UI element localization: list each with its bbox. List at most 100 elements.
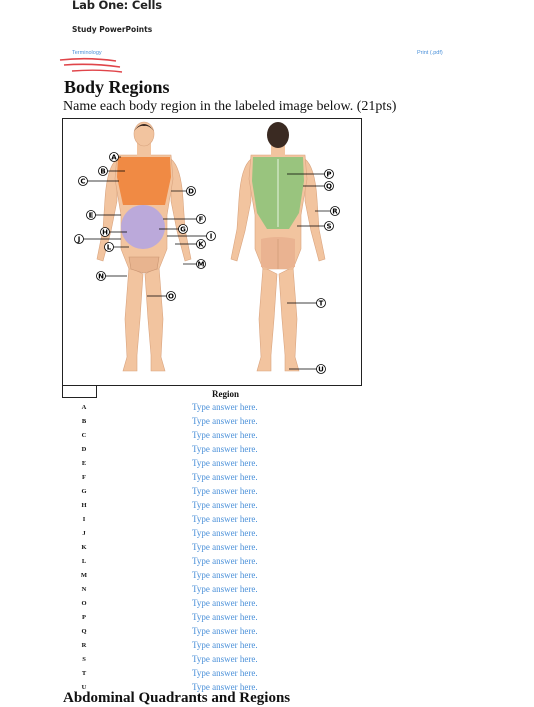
row-letter: U [81, 684, 87, 691]
region-column-header: Region [212, 389, 239, 399]
answer-field[interactable]: Type answer here. [192, 458, 258, 468]
label-L: L [107, 244, 112, 252]
answer-field[interactable]: Type answer here. [192, 444, 258, 454]
label-H: H [102, 229, 108, 237]
label-O: O [168, 293, 174, 301]
lab-title: Lab One: Cells [72, 0, 162, 12]
answer-field[interactable]: Type answer here. [192, 402, 258, 412]
table-row: S Type answer here. [64, 653, 364, 667]
callout-S: S [297, 221, 334, 231]
label-M: M [198, 261, 205, 269]
row-letter: D [81, 446, 87, 453]
table-row: U Type answer here. [64, 681, 364, 695]
callout-E: E [86, 210, 121, 220]
callout-I: I [167, 231, 216, 241]
row-letter: M [80, 572, 88, 579]
callout-A: A [109, 152, 121, 162]
label-U: U [318, 366, 324, 374]
label-I: I [210, 233, 213, 241]
next-section-heading: Abdominal Quadrants and Regions [63, 690, 291, 706]
table-row: E Type answer here. [64, 457, 364, 471]
answer-field[interactable]: Type answer here. [192, 612, 258, 622]
callout-H: H [100, 227, 127, 237]
row-letter: E [81, 460, 87, 467]
answer-field[interactable]: Type answer here. [192, 570, 258, 580]
answer-field[interactable]: Type answer here. [192, 682, 258, 692]
answer-field[interactable]: Type answer here. [192, 654, 258, 664]
section-instruction: Name each body region in the labeled ima… [63, 99, 397, 114]
table-row: N Type answer here. [64, 583, 364, 597]
table-row: L Type answer here. [64, 555, 364, 569]
section-heading: Body Regions [64, 77, 170, 97]
label-J: J [77, 236, 81, 244]
table-row: T Type answer here. [64, 667, 364, 681]
answer-field[interactable]: Type answer here. [192, 500, 258, 510]
answer-field[interactable]: Type answer here. [192, 556, 258, 566]
row-letter: O [81, 600, 87, 607]
callout-C: C [78, 176, 119, 186]
row-letter: Q [81, 628, 87, 635]
front-body-figure [96, 121, 192, 372]
table-row: J Type answer here. [64, 527, 364, 541]
answer-field[interactable]: Type answer here. [192, 416, 258, 426]
row-letter: R [81, 642, 87, 649]
answer-field[interactable]: Type answer here. [192, 668, 258, 678]
callout-K: K [175, 239, 206, 249]
label-E: E [89, 212, 94, 220]
body-regions-figure: A B C D E F G H I J K L M N O P Q R S T … [62, 118, 362, 386]
table-corner-cell [62, 386, 97, 398]
label-K: K [198, 241, 204, 249]
table-row: G Type answer here. [64, 485, 364, 499]
table-row: M Type answer here. [64, 569, 364, 583]
study-powerpoints-link[interactable]: Study PowerPoints [72, 25, 153, 34]
answer-field[interactable]: Type answer here. [192, 486, 258, 496]
body-regions-illustration: A B C D E F G H I J K L M N O P Q R S T … [74, 121, 340, 374]
callout-Q: Q [303, 181, 334, 191]
callout-L: L [104, 242, 129, 252]
row-letter: P [82, 614, 86, 621]
label-F: F [199, 216, 204, 224]
row-letter: S [82, 656, 86, 663]
label-P: P [326, 171, 331, 179]
row-letter: C [81, 432, 87, 439]
label-N: N [98, 273, 104, 281]
row-letter: B [81, 418, 87, 425]
table-row: B Type answer here. [64, 415, 364, 429]
row-letter: L [81, 558, 87, 565]
terminology-link[interactable]: Terminology [72, 50, 102, 56]
answer-field[interactable]: Type answer here. [192, 528, 258, 538]
row-letter: J [82, 530, 86, 537]
answer-field[interactable]: Type answer here. [192, 542, 258, 552]
callout-G: G [159, 224, 188, 234]
callout-M: M [183, 259, 206, 269]
callout-D: D [171, 186, 196, 196]
table-row: D Type answer here. [64, 443, 364, 457]
callout-P: P [287, 169, 334, 179]
answer-field[interactable]: Type answer here. [192, 472, 258, 482]
row-letter: I [82, 516, 86, 523]
label-B: B [100, 168, 105, 176]
answer-field[interactable]: Type answer here. [192, 598, 258, 608]
table-row: Q Type answer here. [64, 625, 364, 639]
answer-field[interactable]: Type answer here. [192, 626, 258, 636]
answer-field[interactable]: Type answer here. [192, 640, 258, 650]
label-S: S [326, 223, 331, 231]
row-letter: G [81, 488, 87, 495]
answer-field[interactable]: Type answer here. [192, 584, 258, 594]
label-C: C [80, 178, 85, 186]
answer-field[interactable]: Type answer here. [192, 430, 258, 440]
row-letter: N [81, 586, 87, 593]
label-T: T [319, 300, 324, 308]
print-pdf-link[interactable]: Print (.pdf) [417, 50, 443, 56]
back-body-figure [230, 122, 326, 372]
callout-F: F [163, 214, 206, 224]
row-letter: T [81, 670, 87, 677]
callout-R: R [315, 206, 340, 216]
label-R: R [332, 208, 338, 216]
table-row: O Type answer here. [64, 597, 364, 611]
answer-field[interactable]: Type answer here. [192, 514, 258, 524]
